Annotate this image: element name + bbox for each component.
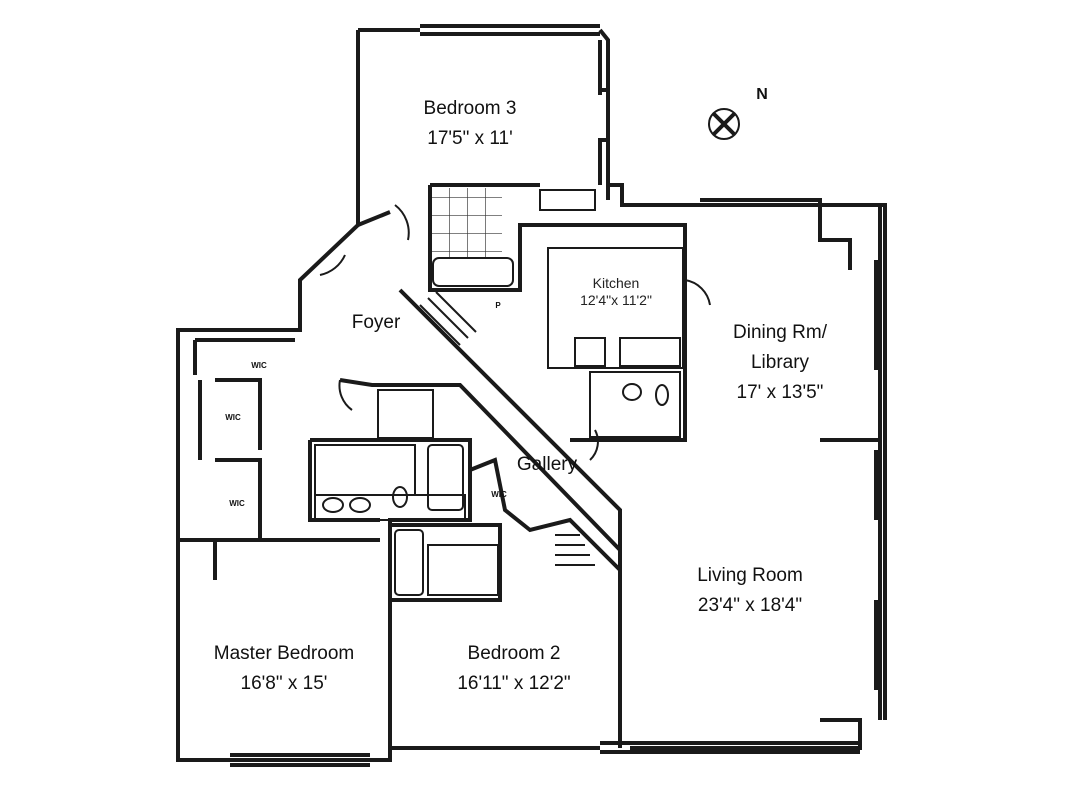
- room-name: Kitchen: [592, 275, 640, 291]
- room-bedroom-2: Bedroom 2 16'11" x 12'2": [457, 639, 570, 699]
- room-dims: 16'11" x 12'2": [457, 673, 571, 694]
- room-dims: 16'8" x 15': [240, 673, 328, 694]
- room-living: Living Room 23'4" x 18'4": [697, 561, 803, 621]
- closet-label: WIC: [225, 413, 241, 422]
- room-dims: 17' x 13'5": [736, 382, 824, 403]
- closet-label: WIC: [229, 499, 245, 508]
- room-name: Dining Rm/: [733, 322, 827, 343]
- room-dining-library: Dining Rm/ Library 17' x 13'5": [733, 318, 827, 408]
- interior-walls: [357, 183, 610, 227]
- closet-label: WIC: [491, 490, 507, 499]
- compass-icon: [708, 108, 740, 140]
- exterior-wall: [176, 28, 882, 762]
- room-dims: 12'4"x 11'2": [580, 292, 652, 308]
- room-bedroom-3: Bedroom 3 17'5" x 11': [424, 94, 517, 154]
- bath3-floor: [432, 188, 502, 258]
- closet-label: WIC: [251, 361, 267, 370]
- room-name-2: Library: [750, 352, 810, 373]
- room-foyer: Foyer: [351, 312, 401, 333]
- room-master-bedroom: Master Bedroom 16'8" x 15': [214, 639, 354, 699]
- room-name: Master Bedroom: [213, 643, 355, 664]
- bath2-floor: [427, 544, 499, 596]
- room-dims: 23'4" x 18'4": [697, 595, 803, 616]
- room-name: Bedroom 2: [467, 643, 561, 664]
- room-kitchen: Kitchen 12'4"x 11'2": [580, 275, 652, 309]
- room-name: Bedroom 3: [423, 98, 517, 119]
- room-dims: 17'5" x 11': [427, 128, 513, 149]
- pantry-label: P: [495, 301, 501, 310]
- room-name: Living Room: [697, 565, 803, 586]
- compass-north-label: N: [756, 86, 768, 103]
- kitchen-floor: [547, 247, 684, 369]
- room-gallery: Gallery: [516, 454, 578, 475]
